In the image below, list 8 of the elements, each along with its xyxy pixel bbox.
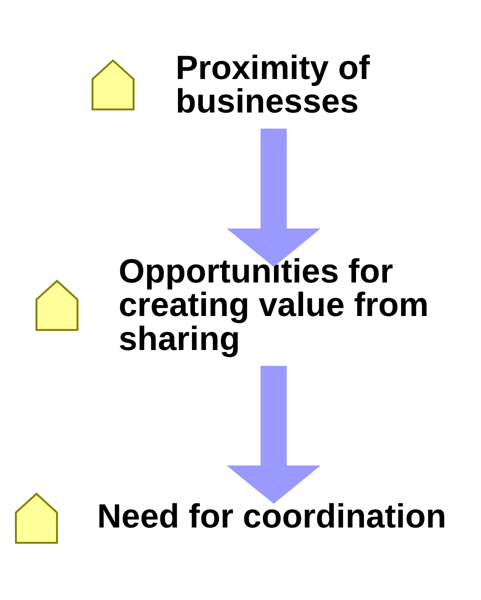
node-text: Proximity of businesses [176,49,370,120]
node-arrow [14,492,58,544]
arrow [226,365,321,504]
arrow [226,128,321,266]
node-arrow [36,279,78,330]
node-text: Need for coordination [97,498,446,535]
node-text: Opportunities for creating value from sharing [118,253,429,358]
node-arrow [92,58,134,110]
